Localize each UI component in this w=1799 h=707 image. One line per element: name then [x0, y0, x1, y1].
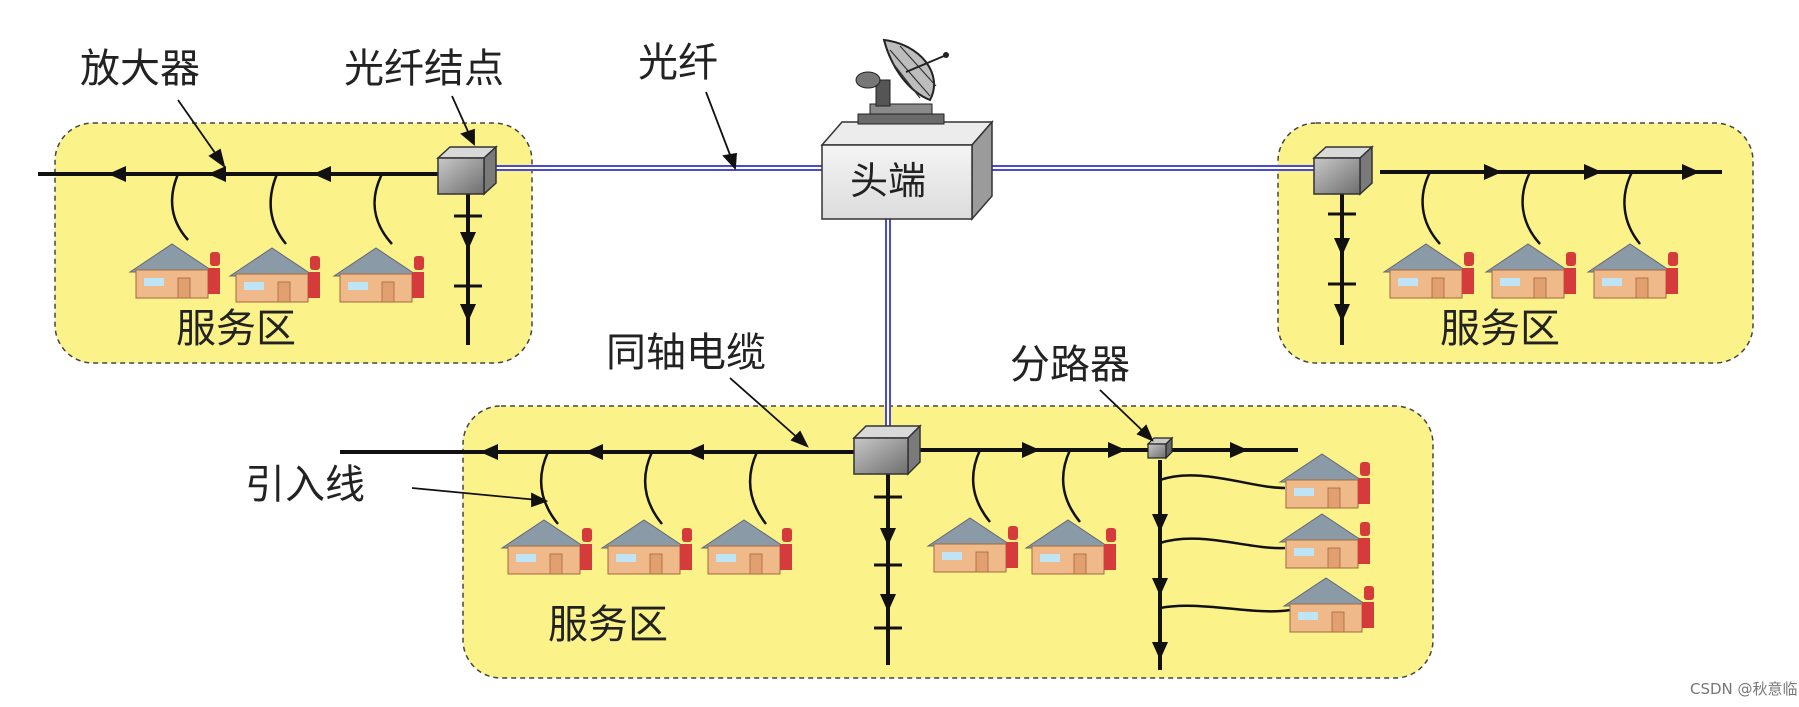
- house-icon: [1586, 243, 1678, 299]
- house-icon: [700, 519, 792, 575]
- label-pointers: [177, 91, 1154, 508]
- house-icon: [1278, 453, 1370, 509]
- right-drop-lines: [1421, 171, 1641, 245]
- house-icon: [228, 247, 320, 303]
- house-icon: [1024, 519, 1116, 575]
- amplifier-label: 放大器: [80, 46, 200, 92]
- bottom-taps: [874, 495, 902, 630]
- house-icon: [1278, 513, 1370, 569]
- splitter-box: [1146, 436, 1174, 460]
- house-icon: [128, 243, 220, 299]
- drop-line-label: 引入线: [245, 462, 365, 508]
- service-area-right: [1277, 122, 1754, 364]
- fiber-node-box-right: [1312, 145, 1374, 196]
- fiber-label: 光纤: [638, 40, 718, 86]
- house-icon: [332, 247, 424, 303]
- left-trunk-arrows: [108, 166, 476, 322]
- service-area-bottom-label: 服务区: [548, 602, 668, 648]
- house-icon: [600, 519, 692, 575]
- bottom-drop-lines: [539, 449, 1291, 613]
- houses: [128, 243, 1678, 633]
- bottom-trunk-arrows: [480, 442, 1248, 660]
- left-taps: [454, 214, 482, 288]
- coax-label: 同轴电缆: [606, 330, 766, 376]
- fiber-node-box-bottom: [852, 424, 922, 476]
- headend-label: 头端: [850, 159, 926, 203]
- fiber-node-box-left: [436, 145, 498, 196]
- left-drop-lines: [170, 173, 393, 245]
- headend-box: [820, 119, 994, 222]
- house-icon: [1282, 577, 1374, 633]
- watermark: CSDN @秋意临: [1690, 680, 1798, 698]
- house-icon: [1382, 243, 1474, 299]
- splitter-label: 分路器: [1010, 342, 1130, 388]
- right-taps: [1328, 212, 1356, 286]
- house-icon: [500, 519, 592, 575]
- satellite-dish-icon: [855, 38, 949, 125]
- house-icon: [926, 517, 1018, 573]
- right-trunk-arrows: [1334, 164, 1700, 322]
- service-area-right-label: 服务区: [1440, 306, 1560, 352]
- service-area-left-label: 服务区: [176, 306, 296, 352]
- house-icon: [1484, 243, 1576, 299]
- fiber-node-label: 光纤结点: [344, 46, 504, 92]
